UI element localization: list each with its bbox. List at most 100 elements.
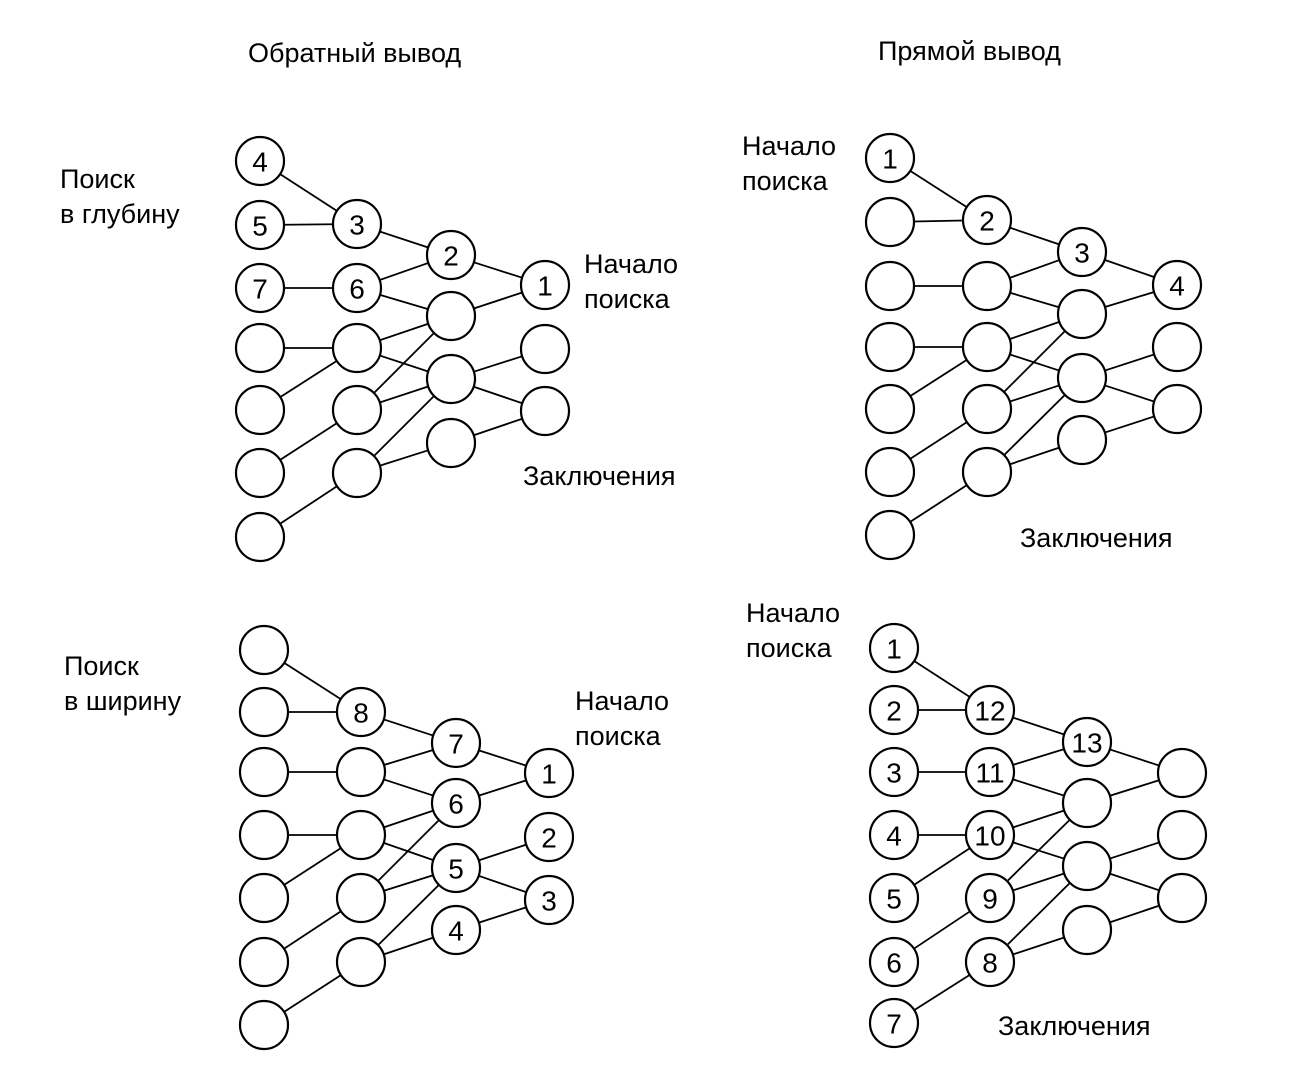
node-circle (234, 511, 286, 563)
node-circle (964, 746, 1016, 798)
node-label: 8 (353, 698, 369, 729)
edge-8-12 (383, 749, 434, 766)
side-label-line: поиска (746, 633, 833, 663)
node-circle (964, 684, 1016, 736)
node-circle (868, 872, 920, 924)
graph-node: 5 (868, 872, 920, 924)
edge-8-12 (1012, 748, 1065, 766)
node-label: 12 (974, 696, 1005, 727)
node-circle (523, 811, 575, 863)
graph-node (1056, 352, 1108, 404)
edge-11-15 (1012, 936, 1065, 956)
graph-node: 6 (331, 262, 383, 314)
node-circle (335, 686, 387, 738)
graph-node (234, 447, 286, 499)
graph-node (1156, 809, 1208, 861)
node-circle (430, 717, 482, 769)
edge-11-14 (1006, 882, 1071, 946)
graph-node (335, 809, 387, 861)
edge-11-15 (383, 936, 434, 956)
graph-node: 4 (868, 809, 920, 861)
graph-node (1061, 904, 1113, 956)
edge-14-18 (473, 385, 523, 405)
graph-node (1151, 383, 1203, 435)
graph-node (331, 322, 383, 374)
edge-14-17 (1104, 353, 1155, 372)
node-circle (864, 383, 916, 435)
edge-12-16 (1109, 748, 1160, 767)
node-circle (964, 872, 1016, 924)
graph-node: 1 (864, 132, 916, 184)
graph-node (425, 290, 477, 342)
graph-node (961, 383, 1013, 435)
edge-13-16 (1109, 779, 1160, 797)
node-circle (1156, 872, 1208, 924)
node-label: 7 (252, 274, 268, 305)
side-label-line: поиска (575, 721, 662, 751)
graph-node: 12 (964, 684, 1016, 736)
node-circle (961, 383, 1013, 435)
node-label: 4 (1169, 271, 1185, 302)
graph-node (1056, 288, 1108, 340)
graph-node: 10 (964, 809, 1016, 861)
edge-14-18 (478, 874, 527, 894)
node-circle (238, 686, 290, 738)
graph-node (1151, 321, 1203, 373)
node-circle (430, 842, 482, 894)
node-label: 9 (982, 884, 998, 915)
node-circle (1056, 414, 1108, 466)
graph-node (238, 999, 290, 1051)
node-circle (868, 936, 920, 988)
node-circle (331, 198, 383, 250)
node-circle (1056, 352, 1108, 404)
graph-node (961, 260, 1013, 312)
node-label: 3 (349, 210, 365, 241)
graph-node: 2 (425, 229, 477, 281)
node-label: 1 (537, 271, 553, 302)
side-label-line: в глубину (60, 199, 180, 229)
node-circle (1061, 840, 1113, 892)
edge-10-13 (373, 332, 435, 394)
node-label: 5 (886, 884, 902, 915)
graph-node (864, 446, 916, 498)
edge-11-15 (379, 449, 429, 467)
graph-node (1056, 414, 1108, 466)
graph-node: 3 (523, 874, 575, 926)
graph-node: 5 (430, 842, 482, 894)
edge-7-12 (383, 718, 434, 737)
graph-node (331, 384, 383, 436)
node-circle (331, 322, 383, 374)
node-label: 2 (979, 206, 995, 237)
node-label: 2 (541, 823, 557, 854)
edge-14-17 (478, 843, 527, 862)
edge-4-9 (279, 360, 338, 398)
node-label: 4 (886, 821, 902, 852)
edge-12-16 (478, 749, 527, 767)
side-label-line: Начало (742, 131, 836, 161)
node-circle (1056, 226, 1108, 278)
side-label-line: Заключения (1020, 523, 1173, 553)
edge-0-7 (279, 173, 338, 212)
node-circle (868, 746, 920, 798)
edge-6-11 (909, 484, 968, 523)
side-label: Заключения (1020, 523, 1173, 553)
graph-node (238, 872, 290, 924)
edge-9-13 (1012, 809, 1065, 829)
node-circle (1061, 904, 1113, 956)
edge-0-7 (909, 170, 968, 208)
edge-8-12 (1009, 259, 1060, 279)
graph-node: 7 (430, 717, 482, 769)
edge-9-13 (379, 322, 429, 342)
graph-node (1156, 872, 1208, 924)
side-label-line: поиска (584, 284, 671, 314)
graph-node: 4 (234, 135, 286, 187)
node-circle (234, 135, 286, 187)
edge-0-7 (913, 660, 971, 698)
edge-7-12 (1009, 226, 1060, 246)
node-circle (519, 385, 571, 437)
graph-node: 6 (430, 777, 482, 829)
